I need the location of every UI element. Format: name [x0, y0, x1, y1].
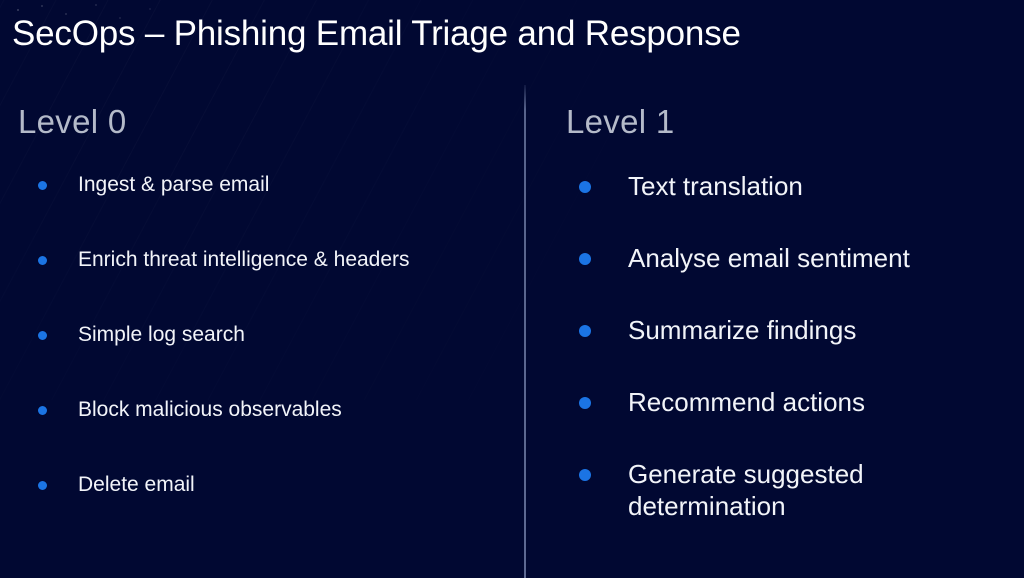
- bullet-dot-icon: [38, 481, 47, 490]
- list-item: Generate suggested determination: [560, 458, 998, 522]
- bullet-dot-icon: [38, 406, 47, 415]
- list-item: Recommend actions: [560, 386, 1020, 418]
- list-item: Block malicious observables: [14, 397, 514, 423]
- list-item-label: Ingest & parse email: [78, 173, 270, 196]
- slide-title: SecOps – Phishing Email Triage and Respo…: [12, 14, 741, 53]
- list-item: Analyse email sentiment: [560, 242, 1020, 274]
- bullet-dot-icon: [579, 397, 591, 409]
- list-item: Ingest & parse email: [14, 172, 514, 198]
- list-item-label: Simple log search: [78, 323, 245, 346]
- bullet-list-level-1: Text translation Analyse email sentiment…: [560, 170, 1020, 522]
- list-item-label: Enrich threat intelligence & headers: [78, 248, 410, 271]
- list-item: Summarize findings: [560, 314, 1020, 346]
- bullet-dot-icon: [579, 325, 591, 337]
- column-heading-level-0: Level 0: [18, 103, 127, 140]
- column-heading-level-1: Level 1: [566, 103, 675, 140]
- list-item-label: Delete email: [78, 473, 195, 496]
- list-item: Text translation: [560, 170, 1020, 202]
- background-diagonal-streaks: [0, 0, 780, 400]
- column-divider: [524, 85, 526, 578]
- list-item-label: Block malicious observables: [78, 398, 342, 421]
- bullet-list-level-0: Ingest & parse email Enrich threat intel…: [14, 172, 514, 498]
- bullet-dot-icon: [579, 181, 591, 193]
- bullet-dot-icon: [38, 331, 47, 340]
- list-item-label: Text translation: [628, 171, 803, 201]
- list-item: Simple log search: [14, 322, 514, 348]
- list-item: Enrich threat intelligence & headers: [14, 247, 514, 273]
- list-item-label: Analyse email sentiment: [628, 243, 910, 273]
- bullet-dot-icon: [579, 469, 591, 481]
- list-item-label: Summarize findings: [628, 315, 857, 345]
- list-item: Delete email: [14, 472, 514, 498]
- list-item-label: Recommend actions: [628, 387, 865, 417]
- background-sparkle-dots: [0, 0, 210, 90]
- column-level-0: Level 0 Ingest & parse email Enrich thre…: [14, 100, 514, 547]
- bullet-dot-icon: [38, 181, 47, 190]
- bullet-dot-icon: [38, 256, 47, 265]
- list-item-label: Generate suggested determination: [628, 459, 864, 521]
- column-level-1: Level 1 Text translation Analyse email s…: [560, 100, 1020, 562]
- bullet-dot-icon: [579, 253, 591, 265]
